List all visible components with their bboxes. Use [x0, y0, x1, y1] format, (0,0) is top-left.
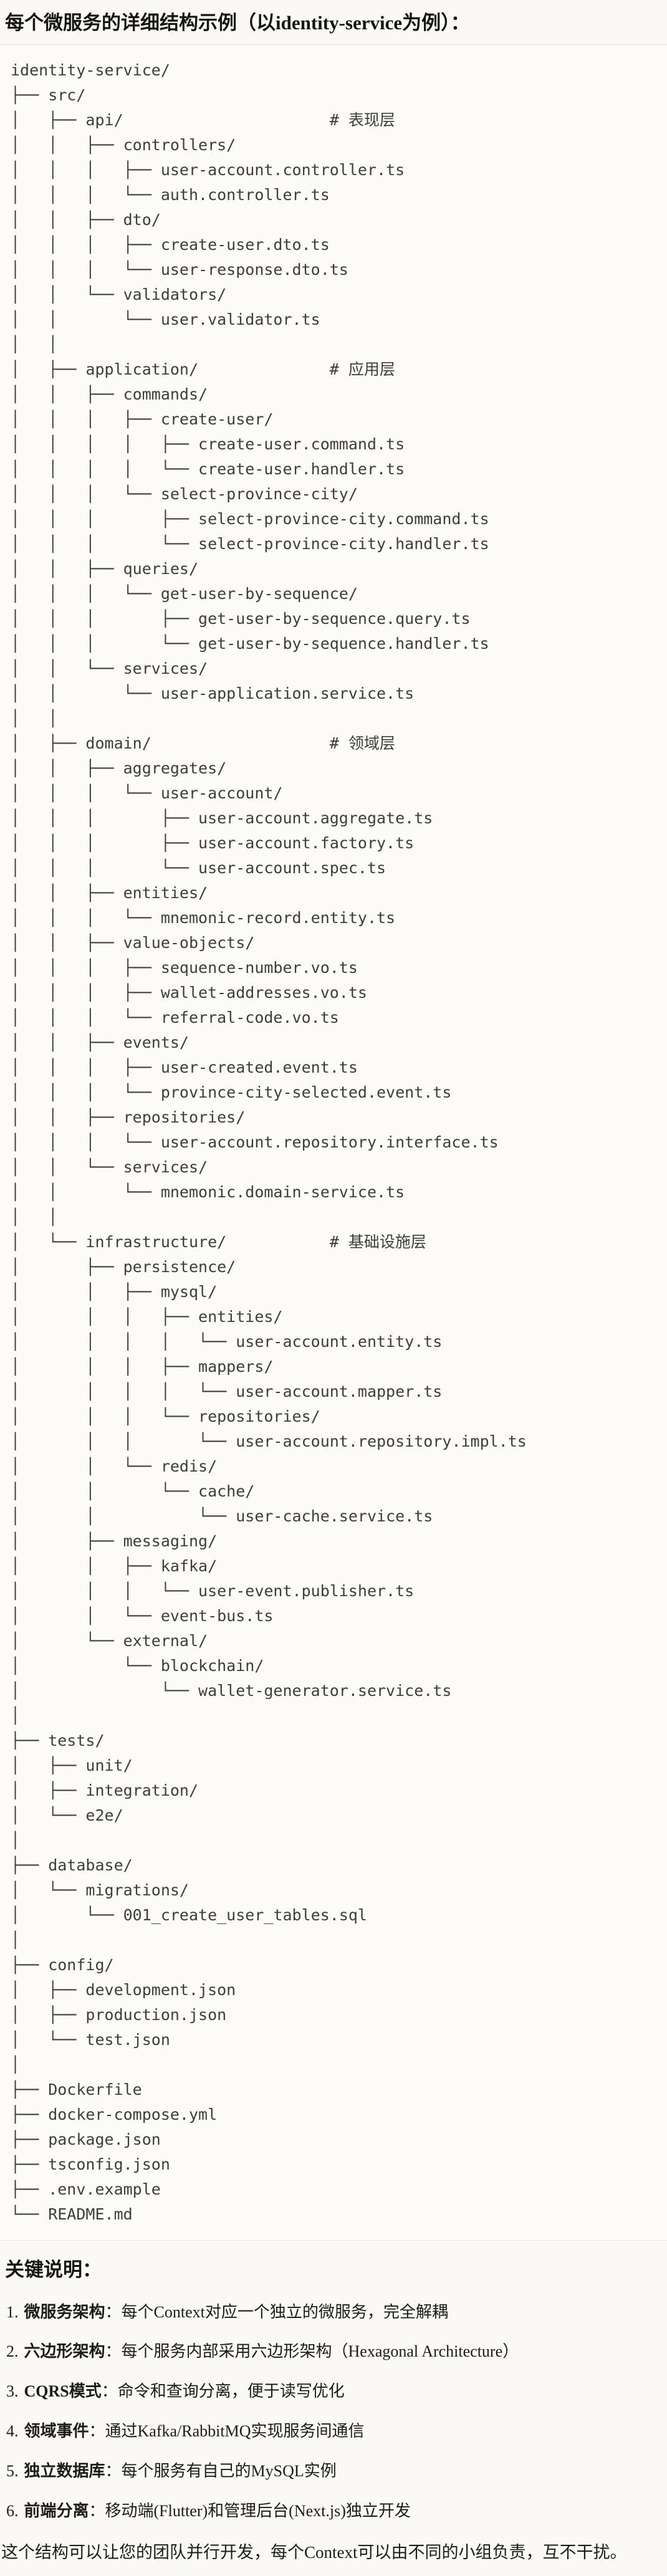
list-item-term: 独立数据库: [24, 2461, 105, 2480]
list-item: 5. 独立数据库：每个服务有自己的MySQL实例: [6, 2461, 661, 2482]
directory-tree-code-block: identity-service/ ├── src/ │ ├── api/ # …: [0, 44, 667, 2241]
notes-heading: 关键说明：: [5, 2258, 102, 2281]
list-item: 3. CQRS模式：命令和查询分离，便于读写优化: [6, 2381, 661, 2402]
list-item-term: 前端分离: [24, 2501, 89, 2520]
notes-list: 1. 微服务架构：每个Context对应一个独立的微服务，完全解耦 2. 六边形架构…: [0, 2302, 667, 2522]
list-item-number: 6.: [6, 2501, 19, 2520]
list-item: 4. 领域事件：通过Kafka/RabbitMQ实现服务间通信: [6, 2421, 661, 2442]
list-item-number: 1.: [6, 2302, 19, 2321]
summary-paragraph: 这个结构可以让您的团队并行开发，每个Context可以由不同的小组负责，互不干扰…: [1, 2543, 627, 2562]
list-item: 6. 前端分离：移动端(Flutter)和管理后台(Next.js)独立开发: [6, 2501, 661, 2522]
page: 每个微服务的详细结构示例（以identity-service为例）： ident…: [0, 10, 667, 2564]
list-item-number: 3.: [6, 2382, 19, 2401]
list-item: 1. 微服务架构：每个Context对应一个独立的微服务，完全解耦: [6, 2302, 661, 2323]
list-item-term: 六边形架构: [24, 2342, 105, 2361]
list-item-number: 4.: [6, 2422, 19, 2441]
list-item-text: ：移动端(Flutter)和管理后台(Next.js)独立开发: [89, 2501, 411, 2520]
page-title: 每个微服务的详细结构示例（以identity-service为例）：: [5, 12, 470, 34]
list-item: 2. 六边形架构：每个服务内部采用六边形架构（Hexagonal Architec…: [6, 2341, 661, 2362]
list-item-text: ：通过Kafka/RabbitMQ实现服务间通信: [89, 2422, 365, 2441]
list-item-term: CQRS模式: [24, 2382, 102, 2401]
list-item-term: 领域事件: [24, 2422, 89, 2441]
list-item-term: 微服务架构: [24, 2302, 105, 2321]
list-item-text: ：每个服务有自己的MySQL实例: [105, 2461, 337, 2480]
list-item-number: 5.: [6, 2461, 19, 2480]
list-item-text: ：每个Context对应一个独立的微服务，完全解耦: [105, 2302, 448, 2321]
list-item-number: 2.: [6, 2342, 19, 2361]
list-item-text: ：每个服务内部采用六边形架构（Hexagonal Architecture）: [105, 2342, 519, 2361]
list-item-text: ：命令和查询分离，便于读写优化: [101, 2382, 345, 2401]
